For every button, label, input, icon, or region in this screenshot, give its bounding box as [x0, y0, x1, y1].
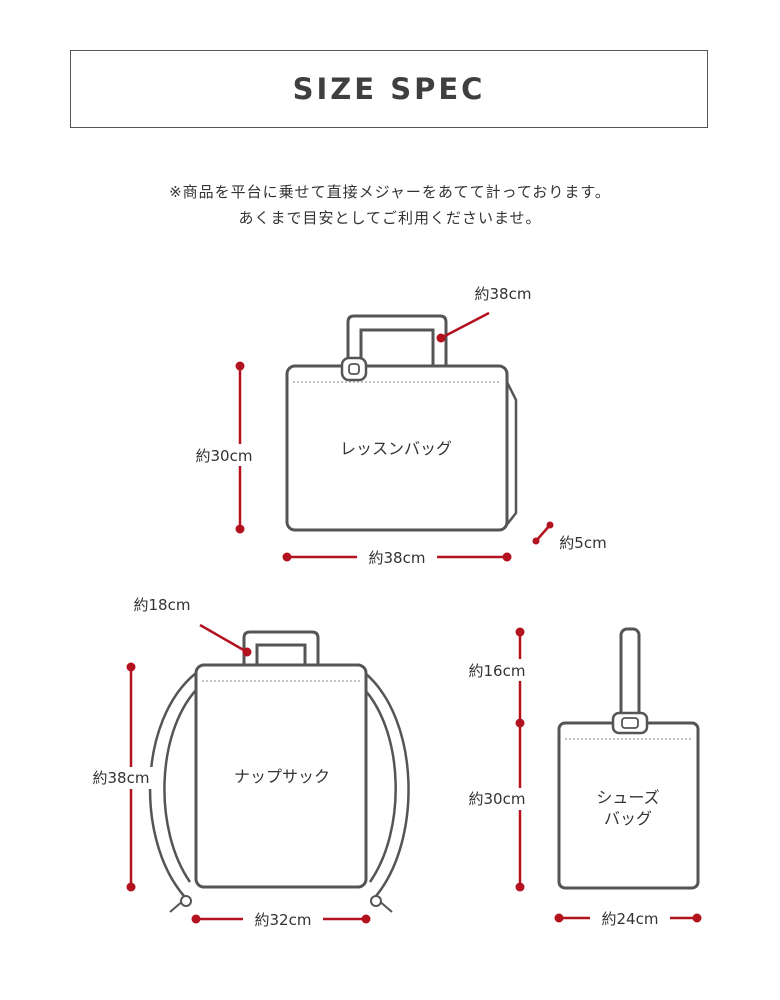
- lesson-bag-name: レッスンバッグ: [340, 439, 452, 458]
- knapsack-cord-right-outer: [364, 672, 410, 897]
- knapsack-handle-inner: [255, 643, 307, 666]
- lesson-bag-handle-label: 約38cm: [475, 285, 532, 303]
- lesson-bag: レッスンバッグ 約38cm 約30cm 約38cm 約5cm: [186, 285, 607, 568]
- knapsack-handle-label: 約18cm: [134, 596, 191, 614]
- title-box: SIZE SPEC: [70, 50, 708, 128]
- lesson-bag-body: [285, 364, 509, 532]
- knapsack-body: [194, 663, 368, 889]
- shoe-bag-name-line1: シューズ: [596, 788, 659, 807]
- knapsack-handle-pointer: [199, 623, 248, 654]
- shoe-bag-width-label: 約24cm: [602, 910, 659, 928]
- lesson-bag-handle-outer: [346, 314, 448, 368]
- knapsack-cord-right-inner: [364, 689, 397, 883]
- knapsack-height-label: 約38cm: [93, 769, 150, 787]
- lesson-bag-depth-line: [535, 524, 551, 542]
- page-title: SIZE SPEC: [292, 72, 486, 106]
- lesson-bag-handle-pointer: [440, 311, 490, 340]
- lesson-bag-depth-label: 約5cm: [559, 534, 606, 552]
- lesson-bag-width-label: 約38cm: [369, 549, 426, 567]
- knapsack-cord-left-inner: [163, 689, 197, 883]
- lesson-bag-handle-inner: [359, 328, 435, 368]
- shoe-bag: シューズ バッグ 約16cm 約30cm 約24cm: [460, 627, 702, 929]
- shoe-bag-handle-label: 約16cm: [469, 662, 526, 680]
- shoe-bag-height-label: 約30cm: [469, 790, 526, 808]
- shoe-bag-name-line2: バッグ: [604, 809, 652, 828]
- note-line-2: あくまで目安としてご利用くださいませ。: [238, 209, 542, 227]
- knapsack-name: ナップサック: [234, 767, 330, 786]
- knapsack-width-label: 約32cm: [255, 911, 312, 929]
- knapsack-handle-outer: [242, 630, 320, 666]
- lesson-bag-height-label: 約30cm: [196, 447, 253, 465]
- knapsack: ナップサック 約18cm 約38cm 約32cm: [84, 596, 410, 930]
- note-line-1: ※商品を平台に乗せて直接メジャーをあてて計っております。: [169, 183, 611, 201]
